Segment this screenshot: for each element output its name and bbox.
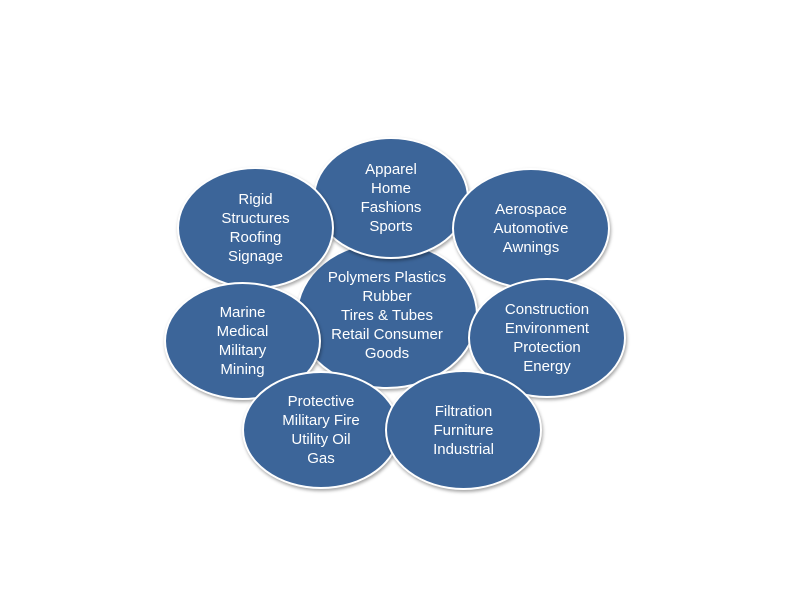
node-bottom-left-label: Protective Military Fire Utility Oil Gas (282, 392, 360, 468)
node-bottom-right: Filtration Furniture Industrial (385, 370, 542, 490)
node-top: Apparel Home Fashions Sports (313, 137, 469, 259)
node-top-left-line-4: Signage (227, 248, 284, 265)
node-bottom-right-line-2: Furniture (433, 421, 494, 439)
node-bottom-left: Protective Military Fire Utility Oil Gas (242, 371, 400, 489)
node-left: Marine Medical Military Mining (164, 282, 321, 400)
node-top-right: Aerospace Automotive Awnings (452, 168, 610, 289)
node-bottom-right-line-1: Filtration (434, 402, 493, 420)
node-left-line-1: Marine (219, 304, 266, 321)
node-top-right-line-3: Awnings (502, 239, 560, 256)
node-right-line-2: Environment (504, 320, 590, 337)
node-center-label: Polymers Plastics Rubber Tires & Tubes R… (328, 268, 446, 363)
node-left-line-3: Military (218, 342, 267, 359)
node-center-line-5: Goods (364, 344, 410, 362)
node-right-label: Construction Environment Protection Ener… (505, 300, 589, 376)
node-top-line-3: Fashions (360, 199, 422, 216)
node-top-left-line-3: Roofing (229, 229, 282, 246)
node-top-left-line-2: Structures (221, 210, 290, 227)
node-bottom-right-label: Filtration Furniture Industrial (433, 402, 494, 459)
node-bottom-left-line-1: Protective (287, 393, 355, 410)
node-left-line-4: Mining (220, 361, 265, 378)
node-top-right-label: Aerospace Automotive Awnings (493, 200, 568, 257)
node-center-line-1: Polymers Plastics (327, 268, 447, 286)
node-left-line-2: Medical (216, 323, 269, 340)
node-bottom-right-line-3: Industrial (433, 440, 494, 458)
node-top-label: Apparel Home Fashions Sports (361, 160, 422, 236)
node-center-line-3: Tires & Tubes (341, 306, 433, 324)
node-top-line-1: Apparel (365, 161, 417, 178)
node-center-line-2: Rubber (362, 287, 412, 305)
node-bottom-left-line-4: Gas (307, 450, 335, 467)
node-right-line-3: Protection (513, 339, 581, 356)
node-top-line-4: Sports (369, 218, 413, 235)
node-bottom-left-line-3: Utility Oil (291, 431, 351, 448)
node-top-left: Rigid Structures Roofing Signage (177, 167, 334, 289)
node-top-right-line-1: Aerospace (495, 201, 567, 218)
node-top-line-2: Home (370, 180, 411, 197)
node-right-line-4: Energy (523, 358, 571, 375)
node-center-line-4: Retail Consumer (331, 325, 443, 343)
node-left-label: Marine Medical Military Mining (217, 303, 269, 379)
node-top-left-line-1: Rigid (238, 191, 273, 208)
node-bottom-left-line-2: Military Fire (282, 412, 360, 429)
node-top-left-label: Rigid Structures Roofing Signage (221, 190, 289, 266)
node-right-line-1: Construction (504, 301, 590, 318)
node-center: Polymers Plastics Rubber Tires & Tubes R… (296, 241, 478, 389)
node-top-right-line-2: Automotive (493, 220, 569, 237)
